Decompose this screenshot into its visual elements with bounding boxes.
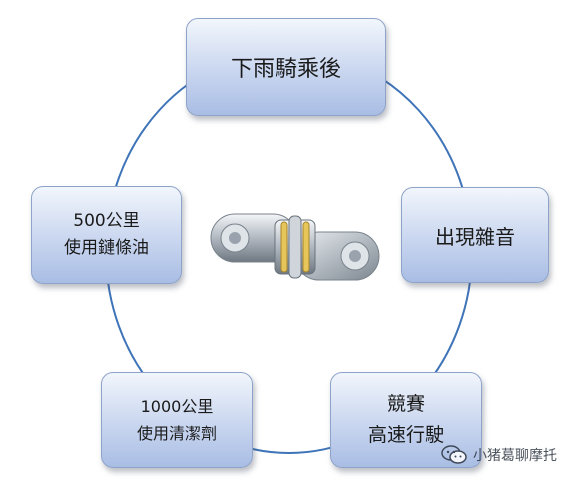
node-racing-high-speed: 競賽 高速行駛	[330, 372, 482, 468]
center-pin-rollers	[274, 215, 316, 279]
chain-link-image	[210, 213, 380, 281]
node-1000km-cleaner: 1000公里 使用清潔劑	[101, 372, 253, 468]
node-bottom-right-line-2: 高速行駛	[367, 424, 444, 446]
node-left-line-2: 使用鏈條油	[64, 238, 149, 258]
node-noise-occurs: 出現雜音	[401, 187, 549, 283]
node-top-line-1: 下雨騎乘後	[230, 57, 341, 82]
wechat-icon	[441, 445, 467, 464]
right-link-plate	[294, 231, 380, 281]
node-bottom-left-line-2: 使用清潔劑	[136, 424, 217, 443]
watermark-text: 小猪葛聊摩托	[473, 448, 557, 464]
watermark: 小猪葛聊摩托	[441, 444, 557, 466]
node-bottom-left-line-1: 1000公里	[140, 397, 214, 416]
node-bottom-right-line-1: 競賽	[386, 393, 425, 415]
node-left-line-1: 500公里	[73, 211, 140, 231]
node-after-rain-riding: 下雨騎乘後	[186, 18, 386, 116]
node-right-line-1: 出現雜音	[435, 224, 515, 249]
node-500km-chain-oil: 500公里 使用鏈條油	[31, 186, 182, 284]
